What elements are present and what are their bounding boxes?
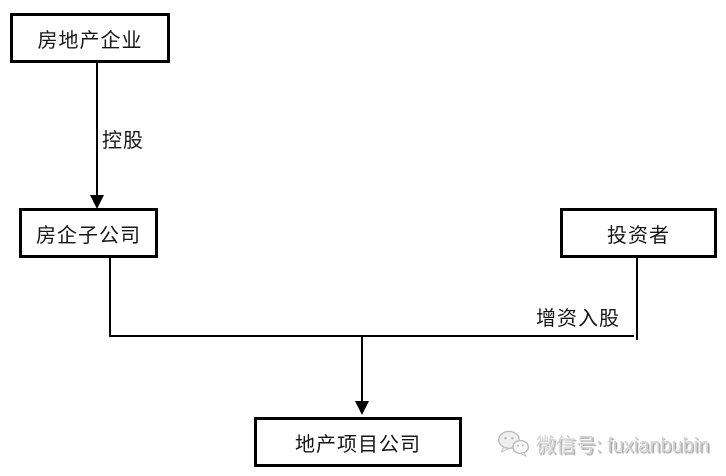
node-investor: 投资者: [560, 208, 717, 258]
edge-label-holding: 控股: [102, 124, 144, 153]
node-real-estate-enterprise: 房地产企业: [10, 13, 170, 63]
node-subsidiary: 房企子公司: [19, 208, 158, 258]
edge-holding-arrowhead: [90, 195, 104, 209]
node-subsidiary-label: 房企子公司: [36, 224, 141, 247]
edge-project-arrowhead: [355, 401, 369, 415]
watermark: 微信号: fuxianbubin: [497, 428, 709, 458]
node-project-company-label: 地产项目公司: [295, 433, 421, 456]
node-real-estate-enterprise-label: 房地产企业: [37, 29, 143, 52]
wechat-icon: [498, 430, 529, 458]
edge-label-capital-increase: 增资入股: [536, 302, 620, 331]
watermark-text: 微信号: fuxianbubin: [536, 434, 710, 457]
node-project-company: 地产项目公司: [254, 417, 462, 467]
node-investor-label: 投资者: [607, 224, 670, 247]
